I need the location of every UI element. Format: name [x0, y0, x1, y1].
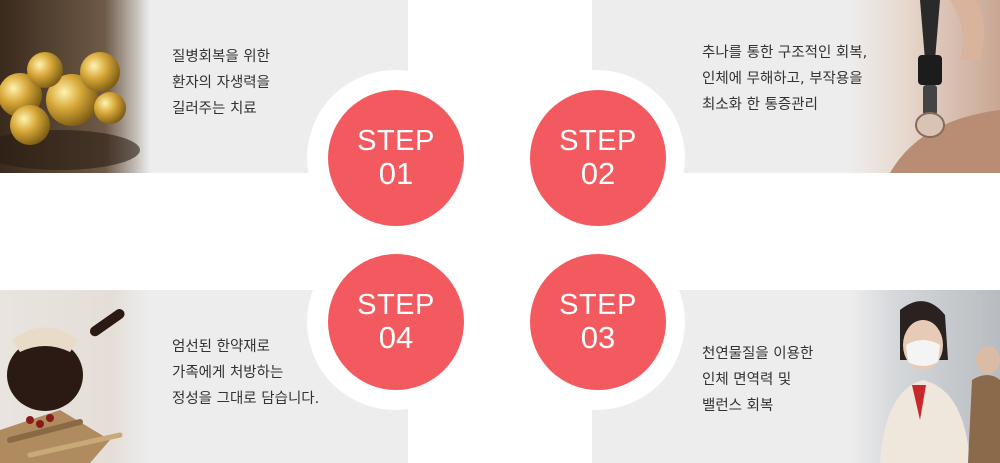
- step-04-line-3: 정성을 그대로 담습니다.: [172, 391, 320, 407]
- step-02-number: 02: [580, 156, 616, 191]
- step-02-description: 추나를 통한 구조적인 회복, 인체에 무해하고, 부작용을 최소화 한 통증관…: [702, 40, 867, 118]
- step-03-number: 03: [580, 320, 616, 355]
- step-03-line-3: 밸런스 회복: [702, 398, 774, 414]
- step-02-line-2: 인체에 무해하고, 부작용을: [702, 71, 863, 87]
- step-02-label: STEP: [559, 125, 637, 157]
- step-02-ring: STEP 02: [509, 70, 685, 246]
- step-02-line-3: 최소화 한 통증관리: [702, 97, 818, 113]
- step-02-line-1: 추나를 통한 구조적인 회복,: [702, 45, 868, 61]
- step-04-line-2: 가족에게 처방하는: [172, 365, 284, 381]
- step-04-badge: STEP 04: [328, 254, 464, 390]
- cupping-therapy-photo: [850, 0, 1000, 173]
- step-01-badge: STEP 01: [328, 90, 464, 226]
- step-01-number: 01: [378, 156, 414, 191]
- step-01-panel: 질병회복을 위한 환자의 자생력을 길러주는 치료: [0, 0, 408, 173]
- step-03-ring: STEP 03: [509, 234, 685, 410]
- step-01-description: 질병회복을 위한 환자의 자생력을 길러주는 치료: [172, 44, 270, 122]
- step-03-description: 천연물질을 이용한 인체 면역력 및 밸런스 회복: [702, 341, 813, 419]
- step-01-line-3: 길러주는 치료: [172, 101, 257, 117]
- step-02-badge: STEP 02: [530, 90, 666, 226]
- step-02-panel: 추나를 통한 구조적인 회복, 인체에 무해하고, 부작용을 최소화 한 통증관…: [592, 0, 1000, 173]
- step-04-line-1: 엄선된 한약재로: [172, 339, 270, 355]
- step-04-label: STEP: [357, 289, 435, 321]
- step-03-line-1: 천연물질을 이용한: [702, 346, 814, 362]
- step-04-number: 04: [378, 320, 414, 355]
- gold-pills-photo: [0, 0, 150, 173]
- step-03-label: STEP: [559, 289, 637, 321]
- step-01-line-1: 질병회복을 위한: [172, 49, 270, 65]
- step-01-label: STEP: [357, 125, 435, 157]
- step-03-line-2: 인체 면역력 및: [702, 372, 792, 388]
- step-03-badge: STEP 03: [530, 254, 666, 390]
- step-04-description: 엄선된 한약재로 가족에게 처방하는 정성을 그대로 담습니다.: [172, 334, 319, 412]
- masked-woman-photo: [850, 290, 1000, 463]
- herbal-medicine-photo: [0, 290, 150, 463]
- step-04-ring: STEP 04: [307, 234, 483, 410]
- step-01-ring: STEP 01: [307, 70, 483, 246]
- step-01-line-2: 환자의 자생력을: [172, 75, 270, 91]
